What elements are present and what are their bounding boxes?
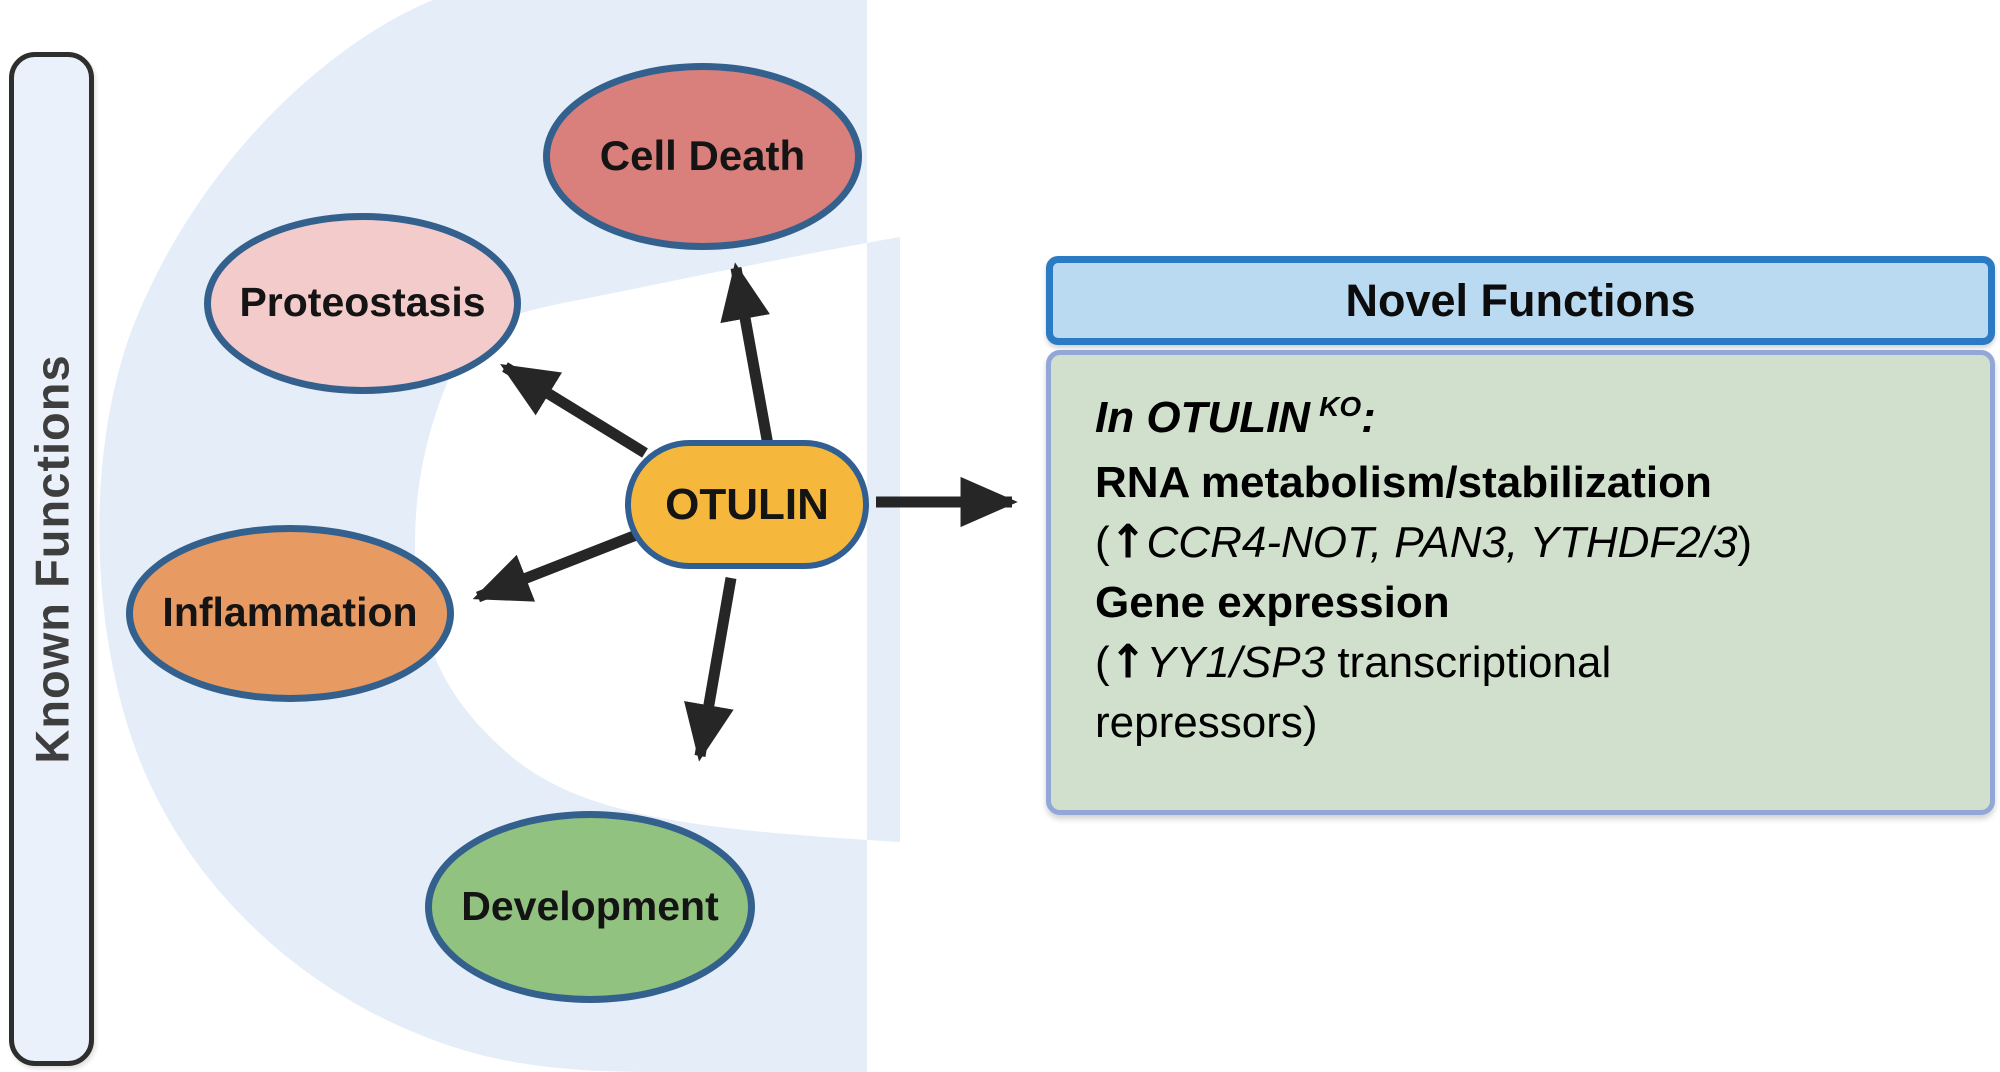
- node-proteostasis-label: Proteostasis: [239, 279, 486, 325]
- panel-text-line: (↑YY1/SP3 transcriptional: [1095, 635, 1612, 690]
- node-cell-death-label: Cell Death: [599, 131, 806, 179]
- novel-functions-title: Novel Functions: [1345, 274, 1696, 326]
- arrow-to-development: [684, 577, 737, 762]
- node-proteostasis: Proteostasis: [204, 213, 521, 394]
- panel-text-line: (↑CCR4-NOT, PAN3, YTHDF2/3): [1095, 515, 1753, 570]
- node-otulin-label: OTULIN: [665, 479, 829, 529]
- panel-text-line: RNA metabolism/stabilization: [1095, 458, 1712, 507]
- panel-text-line: repressors): [1095, 698, 1318, 747]
- node-otulin: OTULIN: [625, 440, 869, 569]
- novel-functions-header: Novel Functions: [1046, 256, 1995, 345]
- panel-text-line: Gene expression: [1095, 578, 1450, 627]
- node-inflammation-label: Inflammation: [162, 589, 418, 635]
- known-functions-sidebar: Known Functions: [9, 52, 94, 1066]
- node-inflammation: Inflammation: [126, 525, 454, 702]
- node-development-label: Development: [461, 882, 719, 929]
- arrow-to-proteostasis: [500, 362, 648, 458]
- known-functions-label: Known Functions: [25, 354, 78, 764]
- arrow-to-cell-death: [720, 262, 774, 446]
- node-development: Development: [425, 811, 755, 1003]
- node-cell-death: Cell Death: [543, 63, 862, 250]
